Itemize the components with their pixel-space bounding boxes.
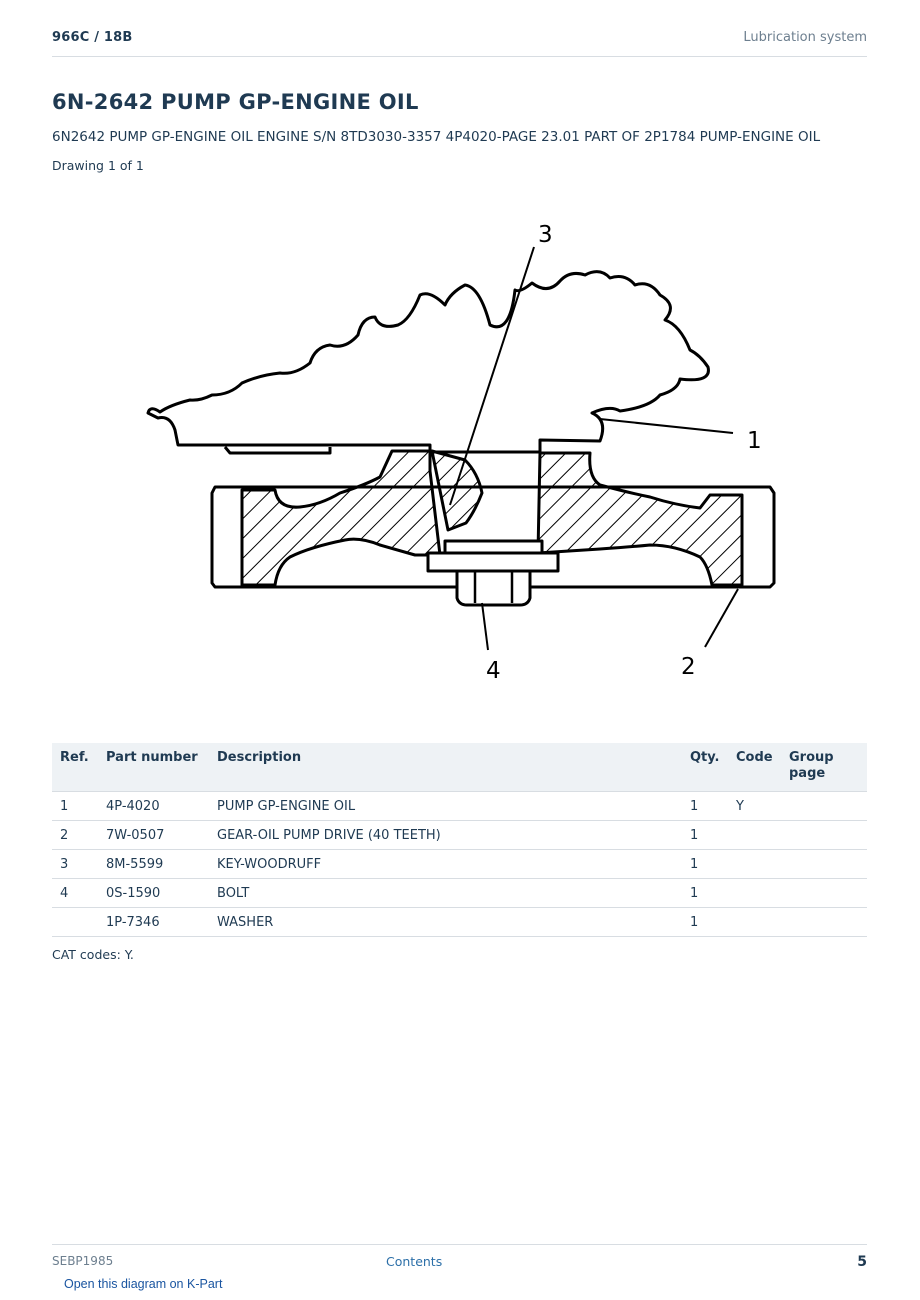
col-header-ref: Ref.: [52, 743, 98, 792]
parts-diagram: 1 2 3 4: [146, 222, 776, 684]
page-subtitle: 6N2642 PUMP GP-ENGINE OIL ENGINE S/N 8TD…: [52, 129, 821, 145]
cell-description: KEY-WOODRUFF: [209, 849, 682, 879]
table-row: 4 0S-1590 BOLT 1: [52, 878, 867, 908]
cell-ref: [52, 907, 98, 937]
cell-description: GEAR-OIL PUMP DRIVE (40 TEETH): [209, 820, 682, 850]
cell-ref: 2: [52, 820, 98, 850]
cat-codes-note: CAT codes: Y.: [52, 947, 134, 962]
cell-part-number: 8M-5599: [98, 849, 209, 879]
cell-group-page: [781, 791, 867, 821]
callout-2[interactable]: 2: [681, 654, 696, 680]
cell-code: [728, 907, 781, 937]
gear-cross-section: [210, 449, 776, 607]
contents-link[interactable]: Contents: [386, 1254, 443, 1269]
col-header-group-page: Group page: [781, 743, 867, 792]
leader-lines: [449, 246, 739, 651]
cell-code: [728, 878, 781, 908]
cell-code: [728, 849, 781, 879]
cell-group-page: [781, 820, 867, 850]
cell-ref: 3: [52, 849, 98, 879]
cell-code: [728, 820, 781, 850]
page-header: 966C / 18B Lubrication system: [52, 28, 867, 57]
footer-doc-id: SEBP1985: [52, 1254, 114, 1268]
cell-code: Y: [728, 791, 781, 821]
col-header-part-number: Part number: [98, 743, 209, 792]
cell-qty: 1: [682, 791, 728, 821]
page-number: 5: [857, 1254, 867, 1270]
table-row: 1P-7346 WASHER 1: [52, 907, 867, 937]
col-header-code: Code: [728, 743, 781, 792]
callout-1[interactable]: 1: [747, 428, 762, 454]
callout-4[interactable]: 4: [486, 658, 501, 684]
cell-ref: 4: [52, 878, 98, 908]
cell-description: PUMP GP-ENGINE OIL: [209, 791, 682, 821]
cell-part-number: 4P-4020: [98, 791, 209, 821]
cell-qty: 1: [682, 849, 728, 879]
page-footer: SEBP1985 Contents 5: [52, 1244, 867, 1275]
page-title: 6N-2642 PUMP GP-ENGINE OIL: [52, 90, 419, 114]
table-row: 3 8M-5599 KEY-WOODRUFF 1: [52, 849, 867, 879]
cell-group-page: [781, 907, 867, 937]
cell-description: BOLT: [209, 878, 682, 908]
table-row: 1 4P-4020 PUMP GP-ENGINE OIL 1 Y: [52, 791, 867, 821]
cell-description: WASHER: [209, 907, 682, 937]
col-header-qty: Qty.: [682, 743, 728, 792]
cell-ref: 1: [52, 791, 98, 821]
table-header-row: Ref. Part number Description Qty. Code G…: [52, 743, 867, 792]
cell-part-number: 0S-1590: [98, 878, 209, 908]
cell-group-page: [781, 878, 867, 908]
table-row: 2 7W-0507 GEAR-OIL PUMP DRIVE (40 TEETH)…: [52, 820, 867, 850]
cell-group-page: [781, 849, 867, 879]
cell-part-number: 1P-7346: [98, 907, 209, 937]
engine-housing-outline: [146, 270, 710, 455]
cell-qty: 1: [682, 878, 728, 908]
callout-3[interactable]: 3: [538, 222, 553, 248]
section-label: Lubrication system: [743, 30, 867, 45]
kpart-diagram-link[interactable]: Open this diagram on K-Part: [64, 1277, 223, 1291]
parts-table: Ref. Part number Description Qty. Code G…: [52, 743, 867, 937]
cell-part-number: 7W-0507: [98, 820, 209, 850]
model-label: 966C / 18B: [52, 30, 133, 45]
drawing-count: Drawing 1 of 1: [52, 158, 144, 173]
col-header-description: Description: [209, 743, 682, 792]
cell-qty: 1: [682, 820, 728, 850]
cell-qty: 1: [682, 907, 728, 937]
